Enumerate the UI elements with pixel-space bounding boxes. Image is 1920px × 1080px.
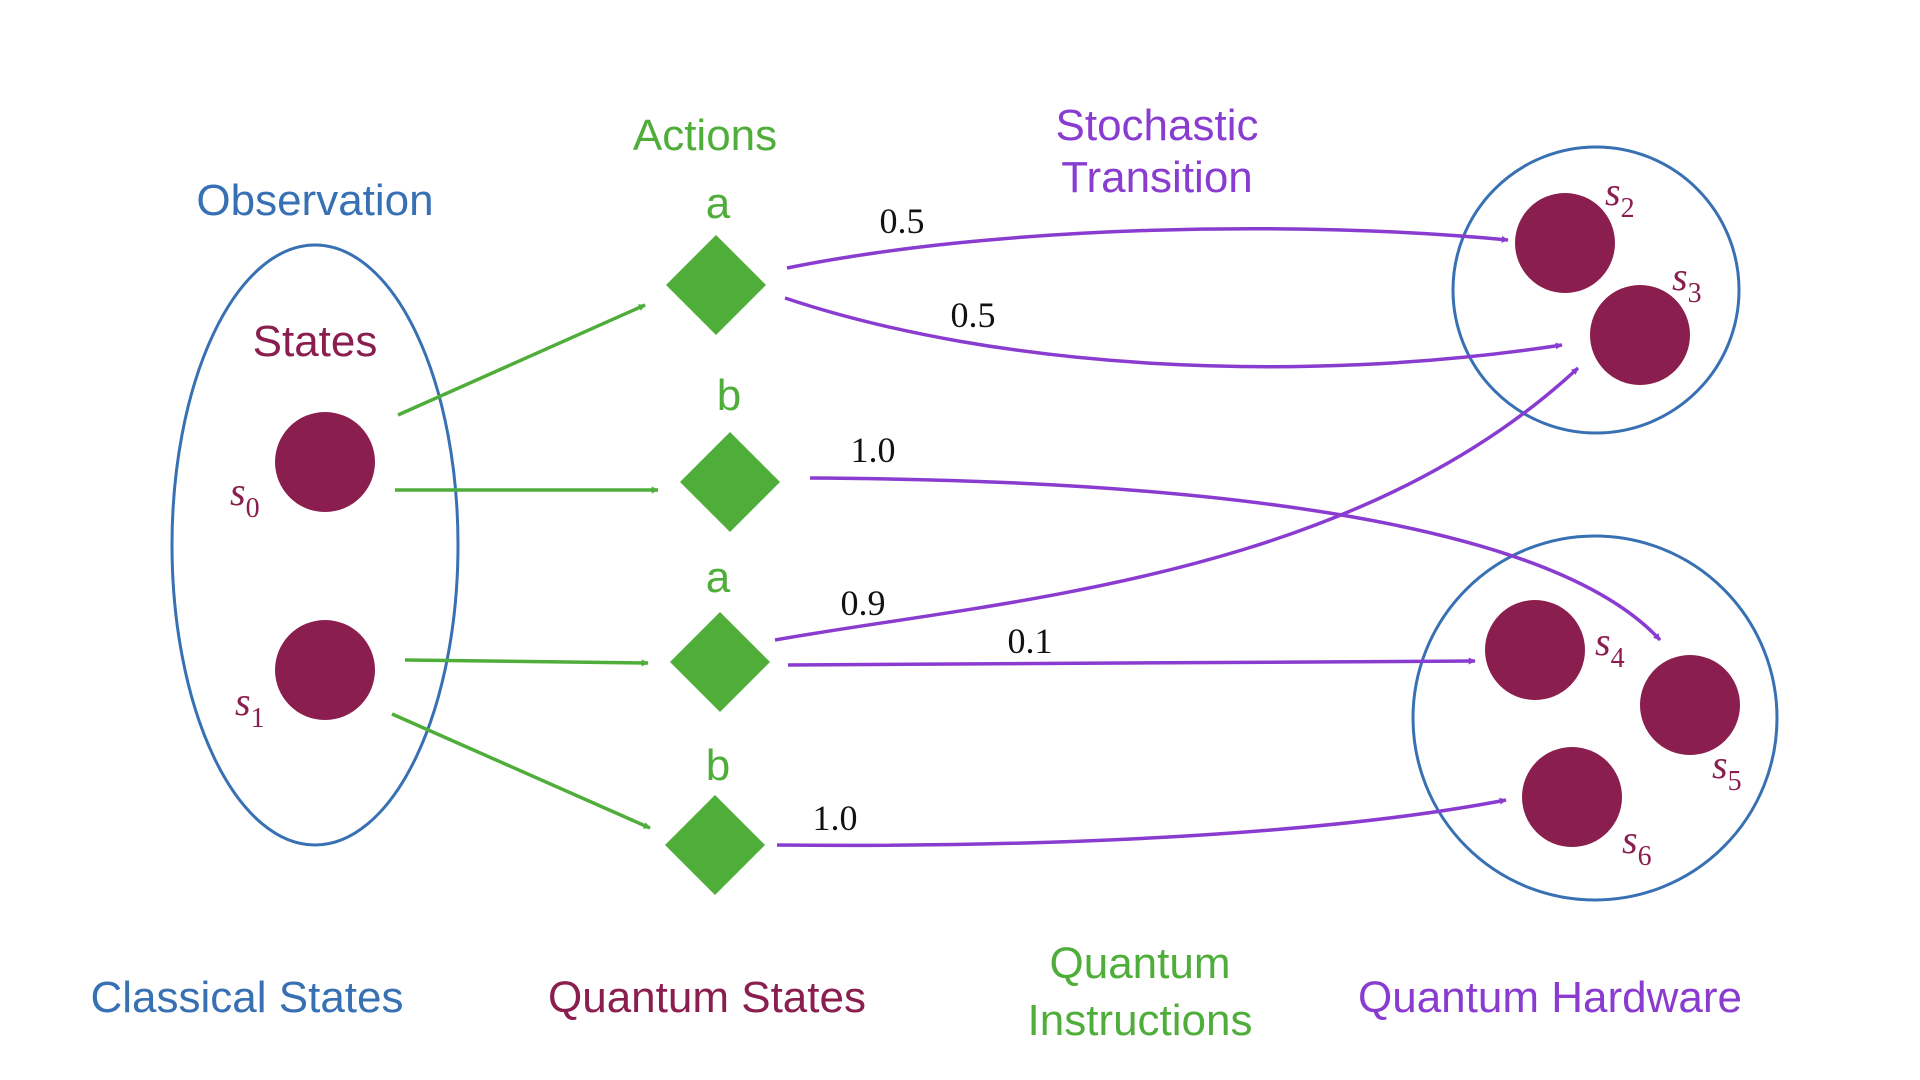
state-s0-label: s0 [230, 469, 260, 524]
state-s3-node [1590, 285, 1690, 385]
quantum-states-label: Quantum States [548, 973, 866, 1022]
state-s5-label: s5 [1712, 742, 1742, 797]
classical-states-label: Classical States [90, 973, 403, 1022]
prob-a2-s4-label: 0.1 [1008, 621, 1053, 661]
state-s2-label: s2 [1605, 169, 1635, 224]
b2-to-s6-transition [776, 797, 1507, 848]
a1-to-s2-transition [786, 226, 1509, 270]
state-s6-label: s6 [1622, 817, 1652, 872]
s1-to-action-b2-arrow [391, 712, 651, 830]
state-s2-node [1515, 193, 1615, 293]
quantum-instructions-label-line1: Quantum [1050, 939, 1231, 988]
quantum-instructions-label-line2: Instructions [1028, 996, 1253, 1045]
a2-to-s4-transition [787, 657, 1476, 667]
a1-to-s3-transition [784, 296, 1563, 369]
action-b2-label: b [706, 741, 730, 790]
state-s4-node [1485, 600, 1585, 700]
s0-to-action-a1-arrow [397, 303, 646, 417]
action-b1-label: b [717, 371, 741, 420]
prob-a1-s2-label: 0.5 [880, 201, 925, 241]
action-b2-diamond [665, 795, 765, 895]
observation-label: Observation [196, 176, 433, 225]
action-a2-diamond [670, 612, 770, 712]
s1-to-action-a2-arrow [404, 658, 649, 667]
action-a1-diamond [666, 235, 766, 335]
state-s0-node [275, 412, 375, 512]
action-a1-label: a [706, 179, 731, 228]
state-s1-label: s1 [235, 679, 265, 734]
quantum-hardware-label: Quantum Hardware [1358, 973, 1742, 1022]
stochastic-label-line2: Transition [1061, 153, 1253, 202]
prob-a1-s3-label: 0.5 [951, 295, 996, 335]
stochastic-label-line1: Stochastic [1056, 101, 1259, 150]
state-s4-label: s4 [1595, 619, 1625, 674]
hardware-group-top [1451, 145, 1741, 435]
state-s3-label: s3 [1672, 254, 1702, 309]
hardware-group-bottom [1411, 534, 1779, 902]
prob-a2-s3-label: 0.9 [841, 583, 886, 623]
observation-ellipse [170, 243, 460, 847]
action-b1-diamond [680, 432, 780, 532]
prob-b2-s6-label: 1.0 [813, 798, 858, 838]
state-s5-node [1640, 655, 1740, 755]
state-s1-node [275, 620, 375, 720]
prob-b1-s5-label: 1.0 [851, 430, 896, 470]
a2-to-s3-transition [774, 366, 1580, 642]
states-label: States [253, 317, 378, 366]
state-s6-node [1522, 747, 1622, 847]
actions-label: Actions [633, 111, 777, 160]
action-a2-label: a [706, 553, 731, 602]
